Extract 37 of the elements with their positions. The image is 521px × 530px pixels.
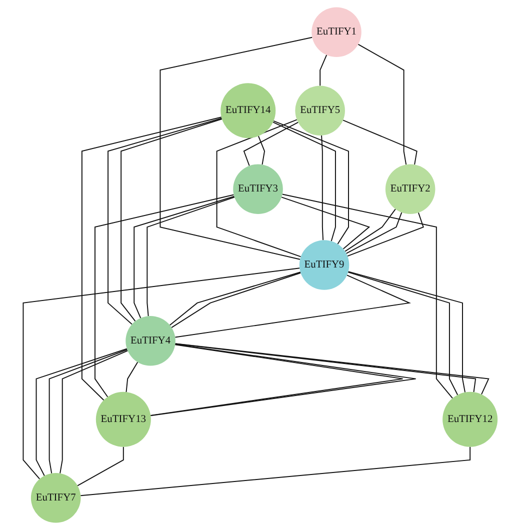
node-circle: EuTIFY4 (126, 316, 176, 366)
connector (146, 196, 236, 317)
connector (282, 194, 454, 399)
connector (36, 348, 128, 476)
connector (358, 44, 407, 166)
connector (134, 196, 235, 319)
node-circle: EuTIFY1 (312, 7, 362, 57)
connector (273, 120, 350, 244)
connector (60, 350, 128, 474)
connector (216, 119, 302, 258)
node-circle: EuTIFY2 (386, 164, 436, 214)
node-circle: EuTIFY7 (31, 472, 81, 523)
connector (77, 446, 124, 486)
connector (80, 446, 471, 496)
connector (94, 194, 234, 398)
connector (243, 122, 299, 166)
connector (344, 208, 396, 252)
connector (48, 349, 128, 474)
node-circle: EuTIFY12 (442, 392, 498, 447)
connector (346, 212, 402, 254)
node-circle: EuTIFY14 (220, 83, 276, 138)
node-circle: EuTIFY13 (96, 392, 151, 447)
connector (342, 120, 418, 166)
node-circle: EuTIFY3 (233, 164, 283, 214)
connector (272, 122, 336, 242)
node-circle: EuTIFY5 (295, 86, 346, 136)
connector (174, 274, 412, 338)
connector (160, 36, 313, 260)
connector (82, 116, 222, 401)
connector (321, 134, 324, 241)
connector (22, 268, 300, 480)
connector (258, 136, 266, 166)
connector (347, 212, 424, 257)
node-circle: EuTIFY9 (299, 240, 350, 290)
connector (126, 362, 138, 392)
connector (281, 196, 370, 250)
connector (320, 54, 328, 86)
